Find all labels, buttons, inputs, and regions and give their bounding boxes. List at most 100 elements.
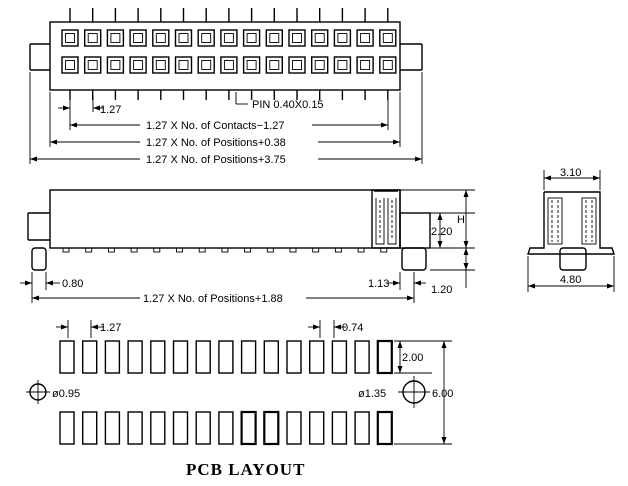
- side-view-pin-row: [62, 247, 388, 253]
- pcb-pad-bottom-row: [104, 411, 121, 445]
- pcb-pad-top-row: [240, 340, 257, 374]
- pcb-pad-bottom-row: [376, 410, 393, 446]
- pcb-pad-top-row: [81, 340, 98, 374]
- contact-cavity-outer: [220, 56, 238, 74]
- contact-cavity-inner: [269, 60, 280, 70]
- pcb-pad-bottom-row: [81, 411, 98, 445]
- contact-cavity-inner: [155, 33, 166, 43]
- offset-dimension-label: 1.13: [368, 278, 389, 290]
- pcb-pad-bottom-row: [218, 411, 234, 445]
- contact-cavity-inner: [360, 33, 371, 43]
- contact-cavity-outer: [311, 29, 329, 47]
- contact-cavity-inner: [246, 33, 257, 43]
- contact-cavity-inner: [337, 33, 348, 43]
- contact-cavity-outer: [106, 29, 125, 47]
- post-dimension-label: 0.80: [62, 278, 83, 290]
- contact-cavity-inner: [337, 60, 348, 70]
- pcb-pad-bottom-row: [59, 411, 75, 445]
- pcb-pad-top-row: [354, 340, 370, 374]
- pcb-right-hole-label: ø1.35: [358, 388, 386, 400]
- contact-cavity-inner: [133, 60, 144, 70]
- contact-cavity-outer: [379, 56, 397, 74]
- contact-cavity-inner: [133, 33, 144, 43]
- contact-cavity-outer: [129, 29, 147, 47]
- contacts-dimension-label: 1.27 X No. of Contacts−1.27: [146, 120, 285, 132]
- contact-cavity-outer: [83, 29, 102, 47]
- side-pin-tail: [176, 247, 183, 253]
- contact-cavity-outer: [311, 56, 329, 74]
- contact-cavity-inner: [223, 60, 234, 70]
- contact-cavity-inner: [269, 33, 280, 43]
- height-h-label: H: [457, 214, 465, 226]
- contact-cavity-outer: [129, 56, 147, 74]
- standoff-dimension-label: 1.20: [431, 284, 452, 296]
- contact-cavity-inner: [87, 60, 98, 70]
- side-pin-tail: [221, 247, 229, 253]
- contact-cavity-outer: [356, 56, 374, 74]
- contact-cavity-inner: [178, 60, 189, 70]
- side-pin-tail: [130, 247, 138, 253]
- contact-cavity-outer: [152, 29, 170, 47]
- side-pin-tail: [107, 247, 115, 253]
- pcb-pad-top-row: [263, 340, 279, 374]
- positions-375-dimension-label: 1.27 X No. of Positions+3.75: [146, 154, 286, 166]
- side-pin-tail: [334, 247, 342, 253]
- end-width-top-label: 3.10: [560, 167, 581, 179]
- top-pin-array: [61, 8, 397, 100]
- contact-cavity-inner: [178, 33, 189, 43]
- contact-cavity-outer: [83, 56, 102, 74]
- contact-cavity-outer: [379, 29, 397, 47]
- side-view-body: [49, 189, 401, 249]
- pitch-dimension-label: 1.27: [100, 104, 121, 116]
- length-dimension-label: 1.27 X No. of Positions+1.88: [143, 293, 283, 305]
- contact-cavity-inner: [382, 60, 393, 70]
- side-pin-tail: [244, 247, 252, 253]
- positions-038-dimension-label: 1.27 X No. of Positions+0.38: [146, 137, 286, 149]
- side-pin-tail: [312, 247, 320, 253]
- contact-cavity-inner: [65, 60, 75, 70]
- contact-cavity-outer: [288, 56, 306, 74]
- pcb-pad-top-row: [127, 340, 143, 374]
- contact-cavity-outer: [356, 29, 374, 47]
- side-pin-tail: [266, 247, 274, 253]
- contact-cavity-outer: [61, 56, 79, 74]
- pin-size-label: PIN 0.40X0.15: [252, 99, 324, 111]
- side-view-left-post: [31, 247, 47, 271]
- contact-cavity-outer: [220, 29, 238, 47]
- contact-cavity-inner: [201, 60, 212, 70]
- pcb-pad-top-row: [104, 340, 121, 374]
- side-pin-tail: [62, 247, 70, 253]
- end-view-post: [559, 247, 587, 271]
- contact-cavity-inner: [292, 33, 302, 43]
- contact-cavity-inner: [314, 33, 325, 43]
- side-pin-tail: [85, 247, 93, 253]
- pcb-layout: [26, 339, 430, 446]
- side-view: [27, 189, 431, 271]
- contact-cavity-outer: [242, 29, 261, 47]
- pcb-pad-bottom-row: [331, 411, 348, 445]
- pcb-pad-bottom-row: [195, 411, 211, 445]
- side-view-right-block: [399, 212, 431, 249]
- pcb-pad-top-row: [150, 340, 166, 374]
- pcb-pad-bottom-row: [309, 411, 325, 445]
- contact-cavity-inner: [201, 33, 212, 43]
- side-view-dimensions: H 2.20 1.20 0.80 1.13 1.27 X No. of Posi…: [20, 189, 475, 305]
- contact-cavity-inner: [155, 60, 166, 70]
- side-pin-tail: [357, 247, 365, 253]
- pcb-left-hole-label: ø0.95: [52, 388, 80, 400]
- contact-cavity-outer: [333, 56, 352, 74]
- pcb-layout-title: PCB LAYOUT: [186, 460, 305, 479]
- pcb-pad-bottom-row: [240, 410, 257, 446]
- end-width-bottom-label: 4.80: [560, 274, 581, 286]
- pcb-row-span-label: 6.00: [432, 388, 453, 400]
- pcb-pad-top-row: [195, 340, 211, 374]
- pcb-pad-top-row: [286, 340, 302, 374]
- contact-cavity-inner: [110, 60, 121, 70]
- contact-cavity-inner: [110, 33, 121, 43]
- pcb-pad-top-row: [218, 340, 234, 374]
- contact-cavity-inner: [246, 60, 257, 70]
- top-view-dimensions: 1.27 PIN 0.40X0.15 1.27 X No. of Contact…: [29, 72, 423, 166]
- contact-cavity-inner: [223, 33, 234, 43]
- pcb-pad-bottom-row: [286, 411, 302, 445]
